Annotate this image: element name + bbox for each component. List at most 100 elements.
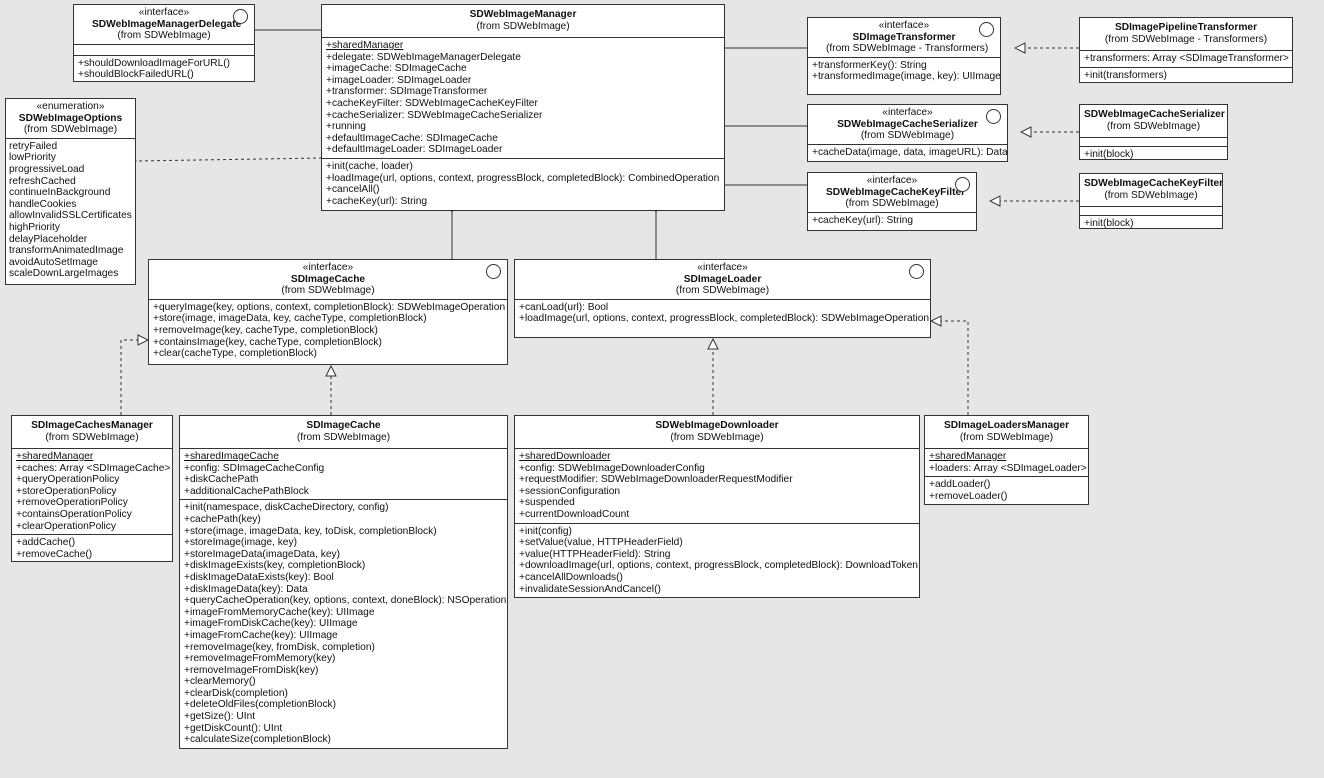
operation: +storeImageData(imageData, key) — [184, 548, 340, 560]
dependency-options — [136, 158, 323, 161]
enum-literal: refreshCached — [9, 175, 76, 187]
enum-literal: highPriority — [9, 221, 60, 233]
operation: +cancelAllDownloads() — [519, 571, 623, 583]
attribute: +config: SDWebImageDownloaderConfig — [519, 462, 705, 474]
class-name: SDImageCachesManager — [31, 420, 153, 431]
interface-sdwebimagecacheserializer[interactable]: «interface» SDWebImageCacheSerializer (f… — [807, 104, 1008, 162]
interface-icon — [979, 22, 994, 37]
attribute: +cacheKeyFilter: SDWebImageCacheKeyFilte… — [326, 97, 538, 109]
class-sdwebimagemanagerdelegate[interactable]: «interface» SDWebImageManagerDelegate (f… — [73, 4, 255, 82]
class-origin: (from SDWebImage) — [959, 431, 1054, 443]
attribute: +cacheSerializer: SDWebImageCacheSeriali… — [326, 109, 543, 121]
operation: +addCache() — [16, 537, 76, 549]
operation: +init(block) — [1084, 218, 1134, 229]
class-origin: (from SDWebImage) — [670, 431, 764, 443]
operation: +removeImageFromDisk(key) — [184, 664, 319, 676]
operation: +diskImageExists(key, completionBlock) — [184, 560, 366, 572]
operation: +clear(cacheType, completionBlock) — [153, 348, 317, 360]
operation: +cacheKey(url): String — [326, 195, 428, 207]
static-attribute: +sharedManager — [929, 451, 1007, 462]
interface-sdimagetransformer[interactable]: «interface» SDImageTransformer (from SDW… — [807, 17, 1001, 95]
attribute: +caches: Array <SDImageCache> — [16, 462, 171, 474]
attribute: +additionalCachePathBlock — [184, 485, 309, 497]
realization-caches-manager — [120, 340, 148, 415]
attribute: +containsOperationPolicy — [16, 508, 132, 520]
interface-sdimageloader[interactable]: «interface» SDImageLoader (from SDWebIma… — [514, 259, 931, 338]
operations-section: +init(block) — [1080, 146, 1227, 159]
class-sdimagecachesmanager[interactable]: SDImageCachesManager (from SDWebImage) +… — [11, 415, 173, 562]
static-attribute: +sharedManager — [16, 451, 94, 462]
class-name: SDWebImageCacheKeyFilter — [1084, 178, 1223, 189]
attribute: +running — [326, 121, 366, 133]
operation: +store(image, imageData, key, toDisk, co… — [184, 525, 437, 537]
operation: +transformerKey(): String — [812, 59, 927, 71]
attribute: +imageCache: SDImageCache — [326, 63, 467, 75]
interface-sdimagecache[interactable]: «interface» SDImageCache (from SDWebImag… — [148, 259, 508, 365]
operation: +storeImage(image, key) — [184, 537, 297, 549]
class-origin: (from SDWebImage) — [845, 198, 939, 210]
operations-section: +init(namespace, diskCacheDirectory, con… — [180, 499, 507, 747]
operation: +queryImage(key, options, context, compl… — [153, 301, 506, 313]
class-sdimagecache[interactable]: SDImageCache (from SDWebImage) +sharedIm… — [179, 415, 508, 749]
operations-section: +transformerKey(): String +transformedIm… — [808, 56, 1000, 85]
class-name: SDImagePipelineTransformer — [1114, 22, 1258, 33]
enum-literal: retryFailed — [9, 140, 58, 152]
attribute: +delegate: SDWebImageManagerDelegate — [326, 51, 521, 63]
class-origin: (from SDWebImage) — [860, 130, 955, 142]
interface-icon — [955, 177, 970, 192]
attribute: +defaultImageLoader: SDImageLoader — [326, 144, 503, 156]
class-origin: (from SDWebImage - Transformers) — [1104, 33, 1268, 45]
class-sdimagepipelinetransformer[interactable]: SDImagePipelineTransformer (from SDWebIm… — [1079, 17, 1293, 83]
interface-icon — [986, 109, 1001, 124]
class-name: SDWebImageCacheSerializer — [837, 118, 978, 130]
operations-section: +cacheData(image, data, imageURL): Data — [808, 143, 1008, 161]
operation: +loadImage(url, options, context, progre… — [519, 313, 930, 325]
class-origin: (from SDWebImage) — [281, 285, 375, 297]
class-sdwebimagecacheserializer[interactable]: SDWebImageCacheSerializer (from SDWebIma… — [1079, 104, 1228, 160]
interface-sdwebimagecachekeyfilter[interactable]: «interface» SDWebImageCacheKeyFilter (fr… — [807, 172, 977, 231]
operations-section: +queryImage(key, options, context, compl… — [149, 298, 507, 362]
enum-literal: allowInvalidSSLCertificates — [9, 210, 132, 222]
realization-loaders-manager — [931, 321, 969, 415]
operation: +containsImage(key, cacheType, completio… — [153, 336, 382, 348]
enum-literal: transformAnimatedImage — [9, 245, 124, 257]
operation: +removeImageFromMemory(key) — [184, 653, 336, 665]
operations-section: +shouldDownloadImageForURL() +shouldBloc… — [74, 54, 254, 81]
enum-literal: avoidAutoSetImage — [9, 256, 98, 268]
attribute: +sessionConfiguration — [519, 485, 621, 497]
class-sdimageloadersmanager[interactable]: SDImageLoadersManager (from SDWebImage) … — [924, 415, 1089, 505]
class-sdwebimagedownloader[interactable]: SDWebImageDownloader (from SDWebImage) +… — [514, 415, 920, 598]
class-origin: (from SDWebImage) — [45, 431, 139, 443]
interface-icon — [909, 264, 924, 279]
operation: +getSize(): UInt — [184, 711, 256, 723]
class-origin: (from SDWebImage) — [675, 285, 770, 297]
operation: +removeCache() — [16, 548, 93, 560]
class-sdwebimagemanager[interactable]: SDWebImageManager (from SDWebImage) +sha… — [321, 4, 725, 211]
operation: +cacheData(image, data, imageURL): Data — [812, 146, 1008, 158]
enum-literal: continueInBackground — [9, 187, 111, 199]
stereotype-label: «interface» — [866, 175, 918, 186]
stereotype-label: «interface» — [697, 262, 748, 273]
operation: +clearMemory() — [184, 676, 256, 688]
class-origin: (from SDWebImage) — [1104, 189, 1198, 201]
enum-literal: handleCookies — [9, 198, 77, 210]
class-sdwebimagecachekeyfilter[interactable]: SDWebImageCacheKeyFilter (from SDWebImag… — [1079, 173, 1223, 229]
operation: +shouldDownloadImageForURL() — [78, 57, 231, 69]
class-name: SDImageLoadersManager — [943, 420, 1070, 431]
enum-sdwebimageoptions[interactable]: «enumeration» SDWebImageOptions (from SD… — [5, 98, 136, 285]
class-name: SDWebImageCacheKeyFilter — [826, 186, 966, 198]
operation: +store(image, imageData, key, cacheType,… — [153, 313, 427, 325]
static-attribute: +sharedImageCache — [184, 451, 279, 462]
enum-name: SDWebImageOptions — [18, 112, 123, 124]
operation: +deleteOldFiles(completionBlock) — [184, 699, 337, 711]
operation: +setValue(value, HTTPHeaderField) — [519, 537, 683, 549]
operation: +imageFromDiskCache(key): UIImage — [184, 618, 358, 630]
attributes-section: +sharedManager +caches: Array <SDImageCa… — [12, 448, 172, 534]
operation: +diskImageDataExists(key): Bool — [184, 571, 334, 583]
operations-section: +addCache() +removeCache() — [12, 534, 172, 561]
operation: +value(HTTPHeaderField): String — [519, 548, 671, 560]
class-name: SDWebImageDownloader — [655, 420, 779, 431]
stereotype-label: «interface» — [878, 20, 930, 31]
operation: +invalidateSessionAndCancel() — [519, 583, 661, 595]
